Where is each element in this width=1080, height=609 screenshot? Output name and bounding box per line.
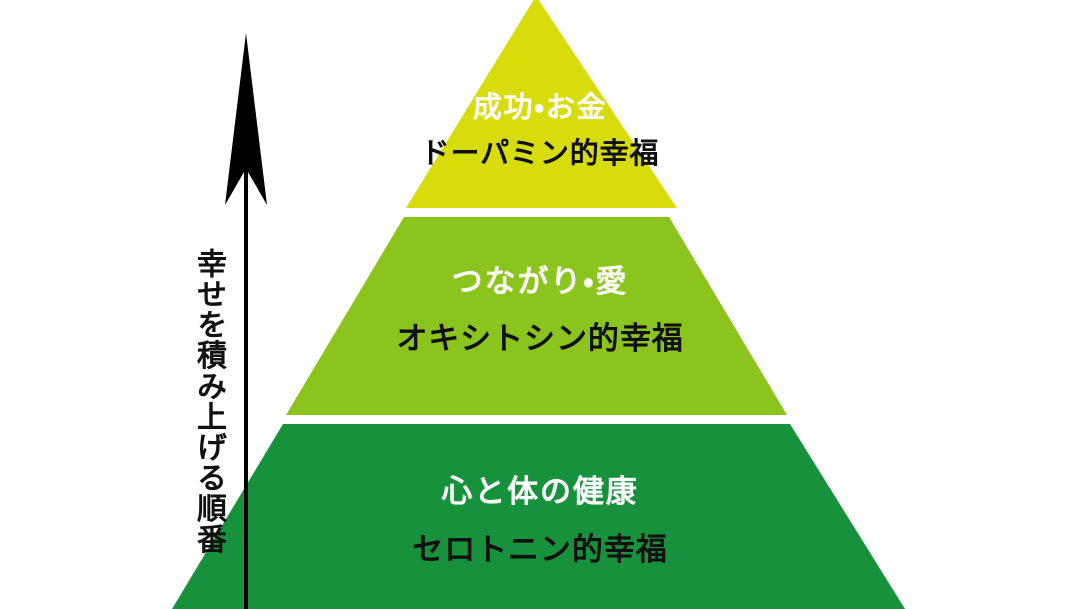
arrow-shaft-shape: [244, 150, 248, 609]
vertical-caption-text: 幸せを積み上げる順番: [191, 248, 226, 554]
arrow-head-shape: [225, 33, 267, 205]
pyramid-tier-3-shape: [172, 424, 905, 609]
pyramid-tier-2-shape: [286, 217, 787, 415]
pyramid-tier-1-shape: [406, 0, 677, 208]
